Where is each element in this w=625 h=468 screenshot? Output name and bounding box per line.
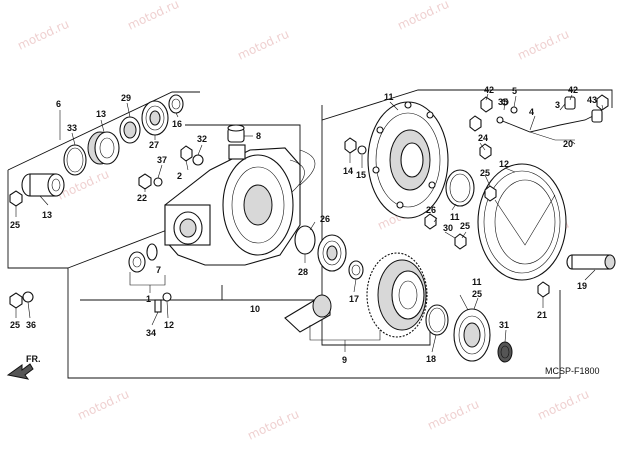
callout-40: 36: [26, 320, 36, 330]
part-shim: [348, 260, 364, 280]
callout-6: 6: [56, 99, 61, 109]
watermark: motod.ru: [245, 407, 301, 443]
callout-32: 28: [298, 267, 308, 277]
part-circlip: [425, 304, 449, 336]
callout-25-top: 24: [478, 133, 488, 143]
callout-15: 13: [42, 210, 52, 220]
callout-27: 25: [10, 320, 20, 330]
part-oil-seal: [497, 341, 513, 363]
callout-33: 29: [121, 93, 131, 103]
callout-42-right: 42: [568, 85, 578, 95]
callout-25-mid: 25: [480, 168, 490, 178]
figure-code: MCSP-F1800: [545, 366, 600, 376]
callout-21: 19: [577, 281, 587, 291]
callout-26: 26: [426, 205, 436, 215]
callout-30: 26: [320, 214, 330, 224]
callout-2: 2: [177, 171, 182, 181]
callout-11-top: 11: [384, 92, 394, 102]
part-large-bearing: [453, 308, 491, 362]
part-o-ring-center: [445, 169, 475, 207]
callout-41: 37: [157, 155, 167, 165]
callout-22: 20: [563, 139, 573, 149]
part-brake-drum: [477, 163, 567, 281]
callout-13: 13: [96, 109, 106, 119]
part-bearing-cover: [367, 101, 449, 219]
leader-lines: [15, 93, 604, 353]
callout-36: 32: [197, 134, 207, 144]
part-ring: [168, 94, 184, 114]
part-bearing: [141, 100, 169, 136]
callout-18-left: 16: [172, 119, 182, 129]
callout-12: 12: [499, 159, 509, 169]
part-o-ring: [63, 144, 87, 176]
part-ring-gear: [284, 252, 428, 338]
callout-20: 18: [426, 354, 436, 364]
part-axle-shaft: [566, 254, 616, 270]
watermark: motod.ru: [395, 0, 451, 33]
callout-7: 7: [156, 265, 161, 275]
part-pinion-bearing: [294, 225, 347, 272]
callout-42-left: 42: [484, 85, 494, 95]
callout-5: 5: [512, 86, 517, 96]
callout-24: 22: [137, 193, 147, 203]
callout-34: 30: [443, 223, 453, 233]
callout-11-center: 11: [450, 212, 460, 222]
callout-10: 10: [250, 304, 260, 314]
watermark: motod.ru: [425, 397, 481, 433]
callout-8: 8: [256, 131, 261, 141]
callout-29: 25: [472, 289, 482, 299]
callout-16: 14: [343, 166, 353, 176]
part-sensor: [496, 96, 603, 141]
part-collar: [21, 173, 65, 197]
watermark: motod.ru: [535, 387, 591, 423]
watermark: motod.ru: [515, 27, 571, 63]
callout-1: 1: [146, 294, 151, 304]
part-cap: [227, 124, 245, 143]
callout-35: 31: [499, 320, 509, 330]
watermark: motod.ru: [235, 27, 291, 63]
part-bearing-holder: [87, 131, 120, 165]
callout-19: 17: [349, 294, 359, 304]
part-small-bearing: [128, 243, 158, 273]
callout-4: 4: [529, 107, 534, 117]
watermark: motod.ru: [125, 0, 181, 33]
callout-labels: 6 33 13 29 27 16 8 32 2 37 22 13 25 25 3…: [10, 85, 597, 365]
callout-3: 3: [555, 100, 560, 110]
watermark: motod.ru: [75, 387, 131, 423]
callout-28: 25: [10, 220, 20, 230]
callout-37: 33: [67, 123, 77, 133]
part-seal: [119, 116, 141, 144]
callout-31: 27: [149, 140, 159, 150]
fr-label: FR.: [26, 354, 41, 364]
part-nut-left: [9, 190, 34, 309]
callout-38: 34: [146, 328, 156, 338]
callout-11-lower: 11: [472, 277, 482, 287]
callout-14: 12: [164, 320, 174, 330]
callout-43: 43: [587, 95, 597, 105]
part-gear-case: [164, 144, 316, 266]
callout-39: 35: [498, 97, 508, 107]
front-direction-marker: FR.: [6, 354, 41, 380]
callout-17: 15: [356, 170, 366, 180]
frame-lines: [7, 89, 613, 379]
callout-25-lower: 25: [460, 221, 470, 231]
callout-9: 9: [342, 355, 347, 365]
watermark: motod.ru: [15, 17, 71, 53]
callout-23: 21: [537, 310, 547, 320]
